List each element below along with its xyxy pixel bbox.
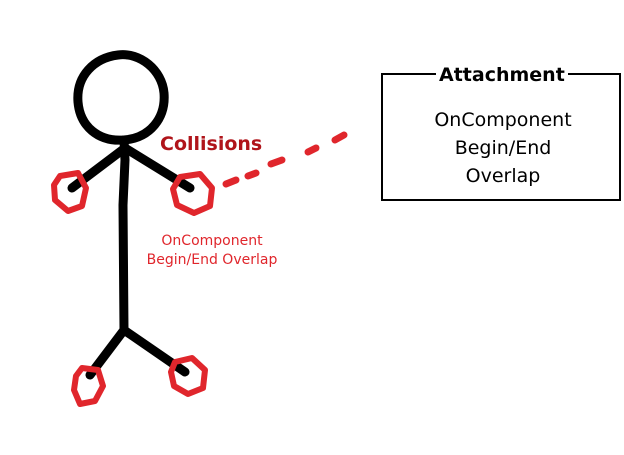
right-hand-collider (170, 171, 215, 216)
collisions-event-line: Begin/End Overlap (146, 252, 278, 268)
connector-dash (222, 176, 240, 188)
figure-head (73, 50, 169, 145)
right-foot-collider (168, 355, 208, 397)
attachment-body: OnComponent Begin/End Overlap (383, 106, 623, 190)
left-foot-collider (71, 365, 106, 407)
collisions-label: Collisions (160, 133, 263, 155)
connector-dash (331, 131, 348, 144)
collision-markers (51, 170, 215, 407)
attachment-line: Overlap (465, 165, 541, 187)
connector-dash (267, 156, 286, 168)
attachment-line: OnComponent (434, 109, 572, 131)
left-hand-collider (51, 170, 89, 214)
stick-figure (67, 50, 195, 380)
attachment-title: Attachment (436, 63, 568, 87)
connector-dash (244, 169, 260, 180)
collisions-event-label: OnComponent Begin/End Overlap (142, 232, 282, 270)
dotted-connector (222, 131, 348, 188)
figure-spine (118, 135, 130, 335)
connector-dash (304, 144, 320, 156)
attachment-line: Begin/End (454, 137, 552, 159)
collisions-event-line: OnComponent (161, 233, 263, 249)
